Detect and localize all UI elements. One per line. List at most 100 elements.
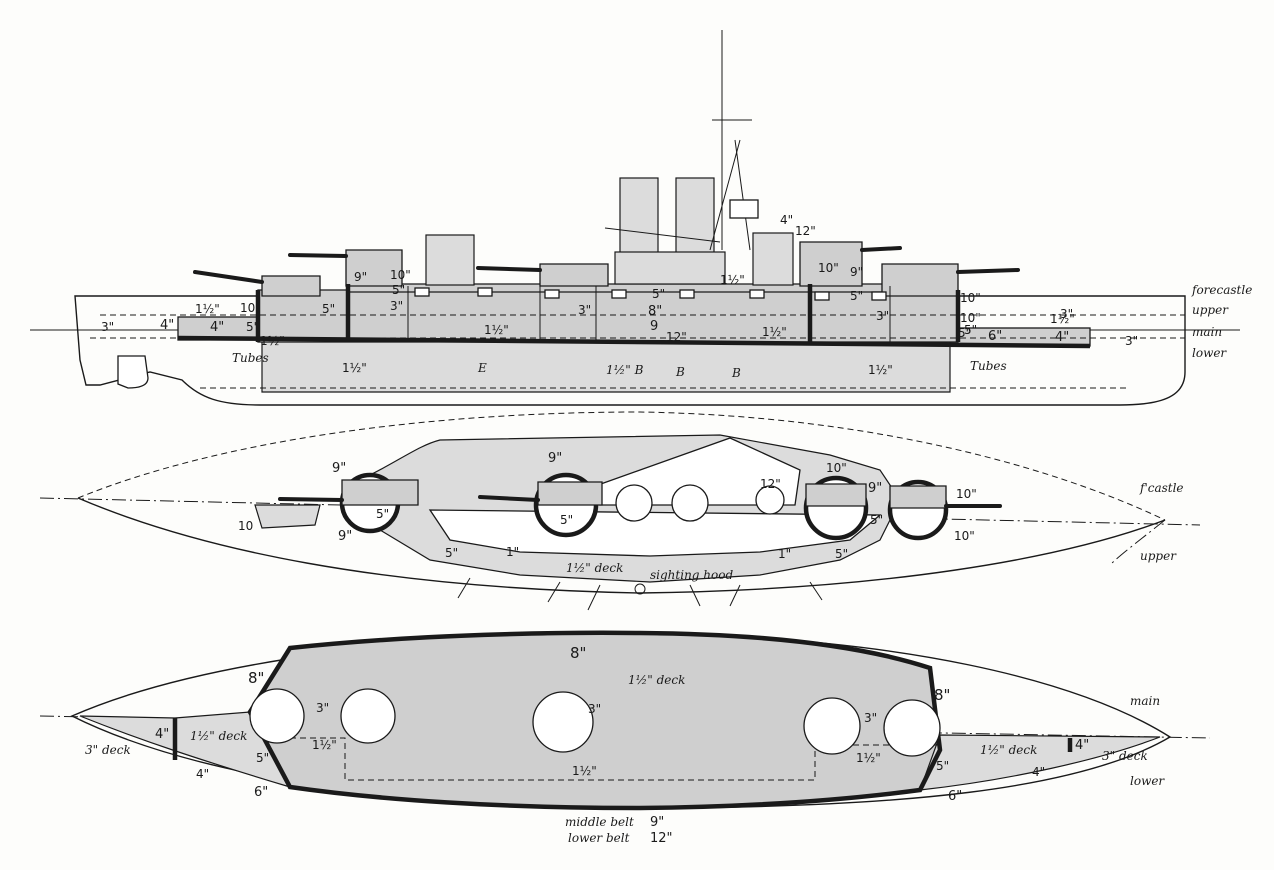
- main-deck-plan: 8" 8" 1½" deck 8" 3" 3" 3" 4" 1½" deck 3…: [39, 630, 1211, 811]
- profile-label: 1½": [260, 334, 285, 348]
- main-label: 4": [196, 767, 209, 781]
- deck-name-lower: lower: [1192, 346, 1227, 360]
- main-label: 1½": [312, 738, 337, 752]
- profile-label: 1½": [720, 273, 745, 287]
- gun-y: [193, 270, 264, 284]
- profile-label: 10": [960, 291, 981, 305]
- profile-label: 4": [780, 213, 793, 227]
- main-label: 8": [570, 644, 586, 662]
- fc-label: 10": [954, 529, 975, 543]
- fc-label: 5": [870, 513, 883, 527]
- main-fwd-end: [919, 734, 1161, 791]
- profile-labels: 3" 4" 1½" 10" 4" 5" 5" 9" 10" 5" 3" 3" 5…: [101, 213, 1138, 380]
- main-label: 4": [155, 727, 169, 742]
- gun-x: [288, 253, 348, 258]
- main-label: 6": [254, 785, 268, 800]
- profile-label: 6": [988, 329, 1002, 344]
- profile-label: 12": [666, 330, 687, 344]
- legend-lower-belt: lower belt: [568, 831, 630, 845]
- deck-name-forecastle: forecastle: [1191, 283, 1252, 297]
- profile-label: 9": [850, 265, 863, 279]
- profile-label: 10": [390, 268, 411, 282]
- profile-hull: [74, 295, 1186, 406]
- fc-aft-mount: [254, 504, 321, 529]
- fc-funnel-aft: [615, 484, 653, 522]
- legend-middle-belt-value: 9": [650, 815, 664, 830]
- profile-label: 3": [390, 299, 403, 313]
- main-label: 1½": [572, 764, 597, 778]
- fc-label: 10": [826, 461, 847, 475]
- main-label: 4": [1075, 738, 1089, 753]
- profile-label: Tubes: [232, 351, 269, 365]
- main-label: 1½" deck: [628, 673, 685, 687]
- profile-label: E: [477, 361, 487, 375]
- tripod-leg-2: [734, 139, 751, 251]
- casemate-ports: [414, 287, 887, 301]
- profile-label: B: [675, 365, 685, 379]
- fc-label: 5": [560, 513, 573, 527]
- profile-label: 1½": [1050, 312, 1075, 326]
- main-label: 8": [934, 686, 950, 704]
- main-label: 8": [248, 669, 264, 687]
- turret-q: [539, 263, 609, 287]
- fwd-control: [752, 232, 794, 286]
- main-label: 1½": [856, 751, 881, 765]
- profile-label: 1½": [868, 363, 893, 377]
- midship-house: [614, 251, 726, 285]
- turret-b: [799, 241, 863, 287]
- aft-control: [425, 234, 475, 286]
- fc-turret-q-house: [537, 481, 603, 506]
- profile-label: 5": [652, 287, 665, 301]
- profile-label: 5": [964, 323, 977, 337]
- legend-middle-belt: middle belt: [565, 815, 634, 829]
- main-label: 5": [256, 751, 269, 765]
- fc-booms: [457, 577, 823, 611]
- profile-label: 9: [650, 319, 658, 334]
- fc-funnel-fwd: [671, 484, 709, 522]
- turret-y: [261, 275, 321, 297]
- main-label: 3" deck: [1102, 749, 1148, 763]
- fc-label: 1": [778, 547, 791, 561]
- profile-label: 12": [795, 224, 816, 238]
- main-label: 5": [936, 759, 949, 773]
- profile-label: B: [731, 366, 741, 380]
- fc-turret-a-house: [889, 485, 947, 509]
- fc-gun-q: [478, 495, 540, 502]
- fc-label: 1": [506, 545, 519, 559]
- fc-bow-line: [1109, 519, 1166, 566]
- fc-label: 10": [956, 487, 977, 501]
- gun-q: [476, 266, 542, 272]
- fc-mast-base: [755, 485, 785, 515]
- belt-bottom: [177, 335, 1091, 349]
- profile-label: 4": [1055, 330, 1069, 345]
- deck-name-lower-plan: lower: [1130, 774, 1165, 788]
- fc-gun-x: [278, 497, 344, 502]
- profile-label: 5": [246, 320, 259, 334]
- turret-a: [881, 263, 959, 297]
- barbette-y: [249, 688, 305, 744]
- rudder: [117, 355, 149, 389]
- profile-label: 1½" B: [606, 363, 644, 377]
- main-label: 3" deck: [85, 743, 131, 757]
- profile-label: 1½": [195, 302, 220, 316]
- barbette-x: [340, 688, 396, 744]
- fc-label: 9": [868, 481, 882, 496]
- deck-name-main-plan: main: [1130, 694, 1160, 708]
- fc-label: 9": [338, 529, 352, 544]
- profile-label: 10": [240, 301, 261, 315]
- profile-label: 3": [101, 320, 114, 334]
- profile-label: 3": [1060, 307, 1073, 321]
- profile-label: 5": [392, 283, 405, 297]
- profile-label: 10": [818, 261, 839, 275]
- forecastle-plan: 9" 9" 10 9" 5" 5" 5" 1" 1½" deck sightin…: [39, 411, 1201, 611]
- fc-hull-outline-upper: [77, 411, 1166, 521]
- profile-label: 1½": [762, 325, 787, 339]
- profile-label: 1½": [342, 361, 367, 375]
- fc-label: 9": [332, 461, 346, 476]
- profile-label: 3": [876, 309, 889, 323]
- profile-view: 3" 4" 1½" 10" 4" 5" 5" 9" 10" 5" 3" 3" 5…: [30, 30, 1252, 406]
- fc-hull-outline: [77, 497, 1166, 594]
- barbette-a: [883, 699, 941, 757]
